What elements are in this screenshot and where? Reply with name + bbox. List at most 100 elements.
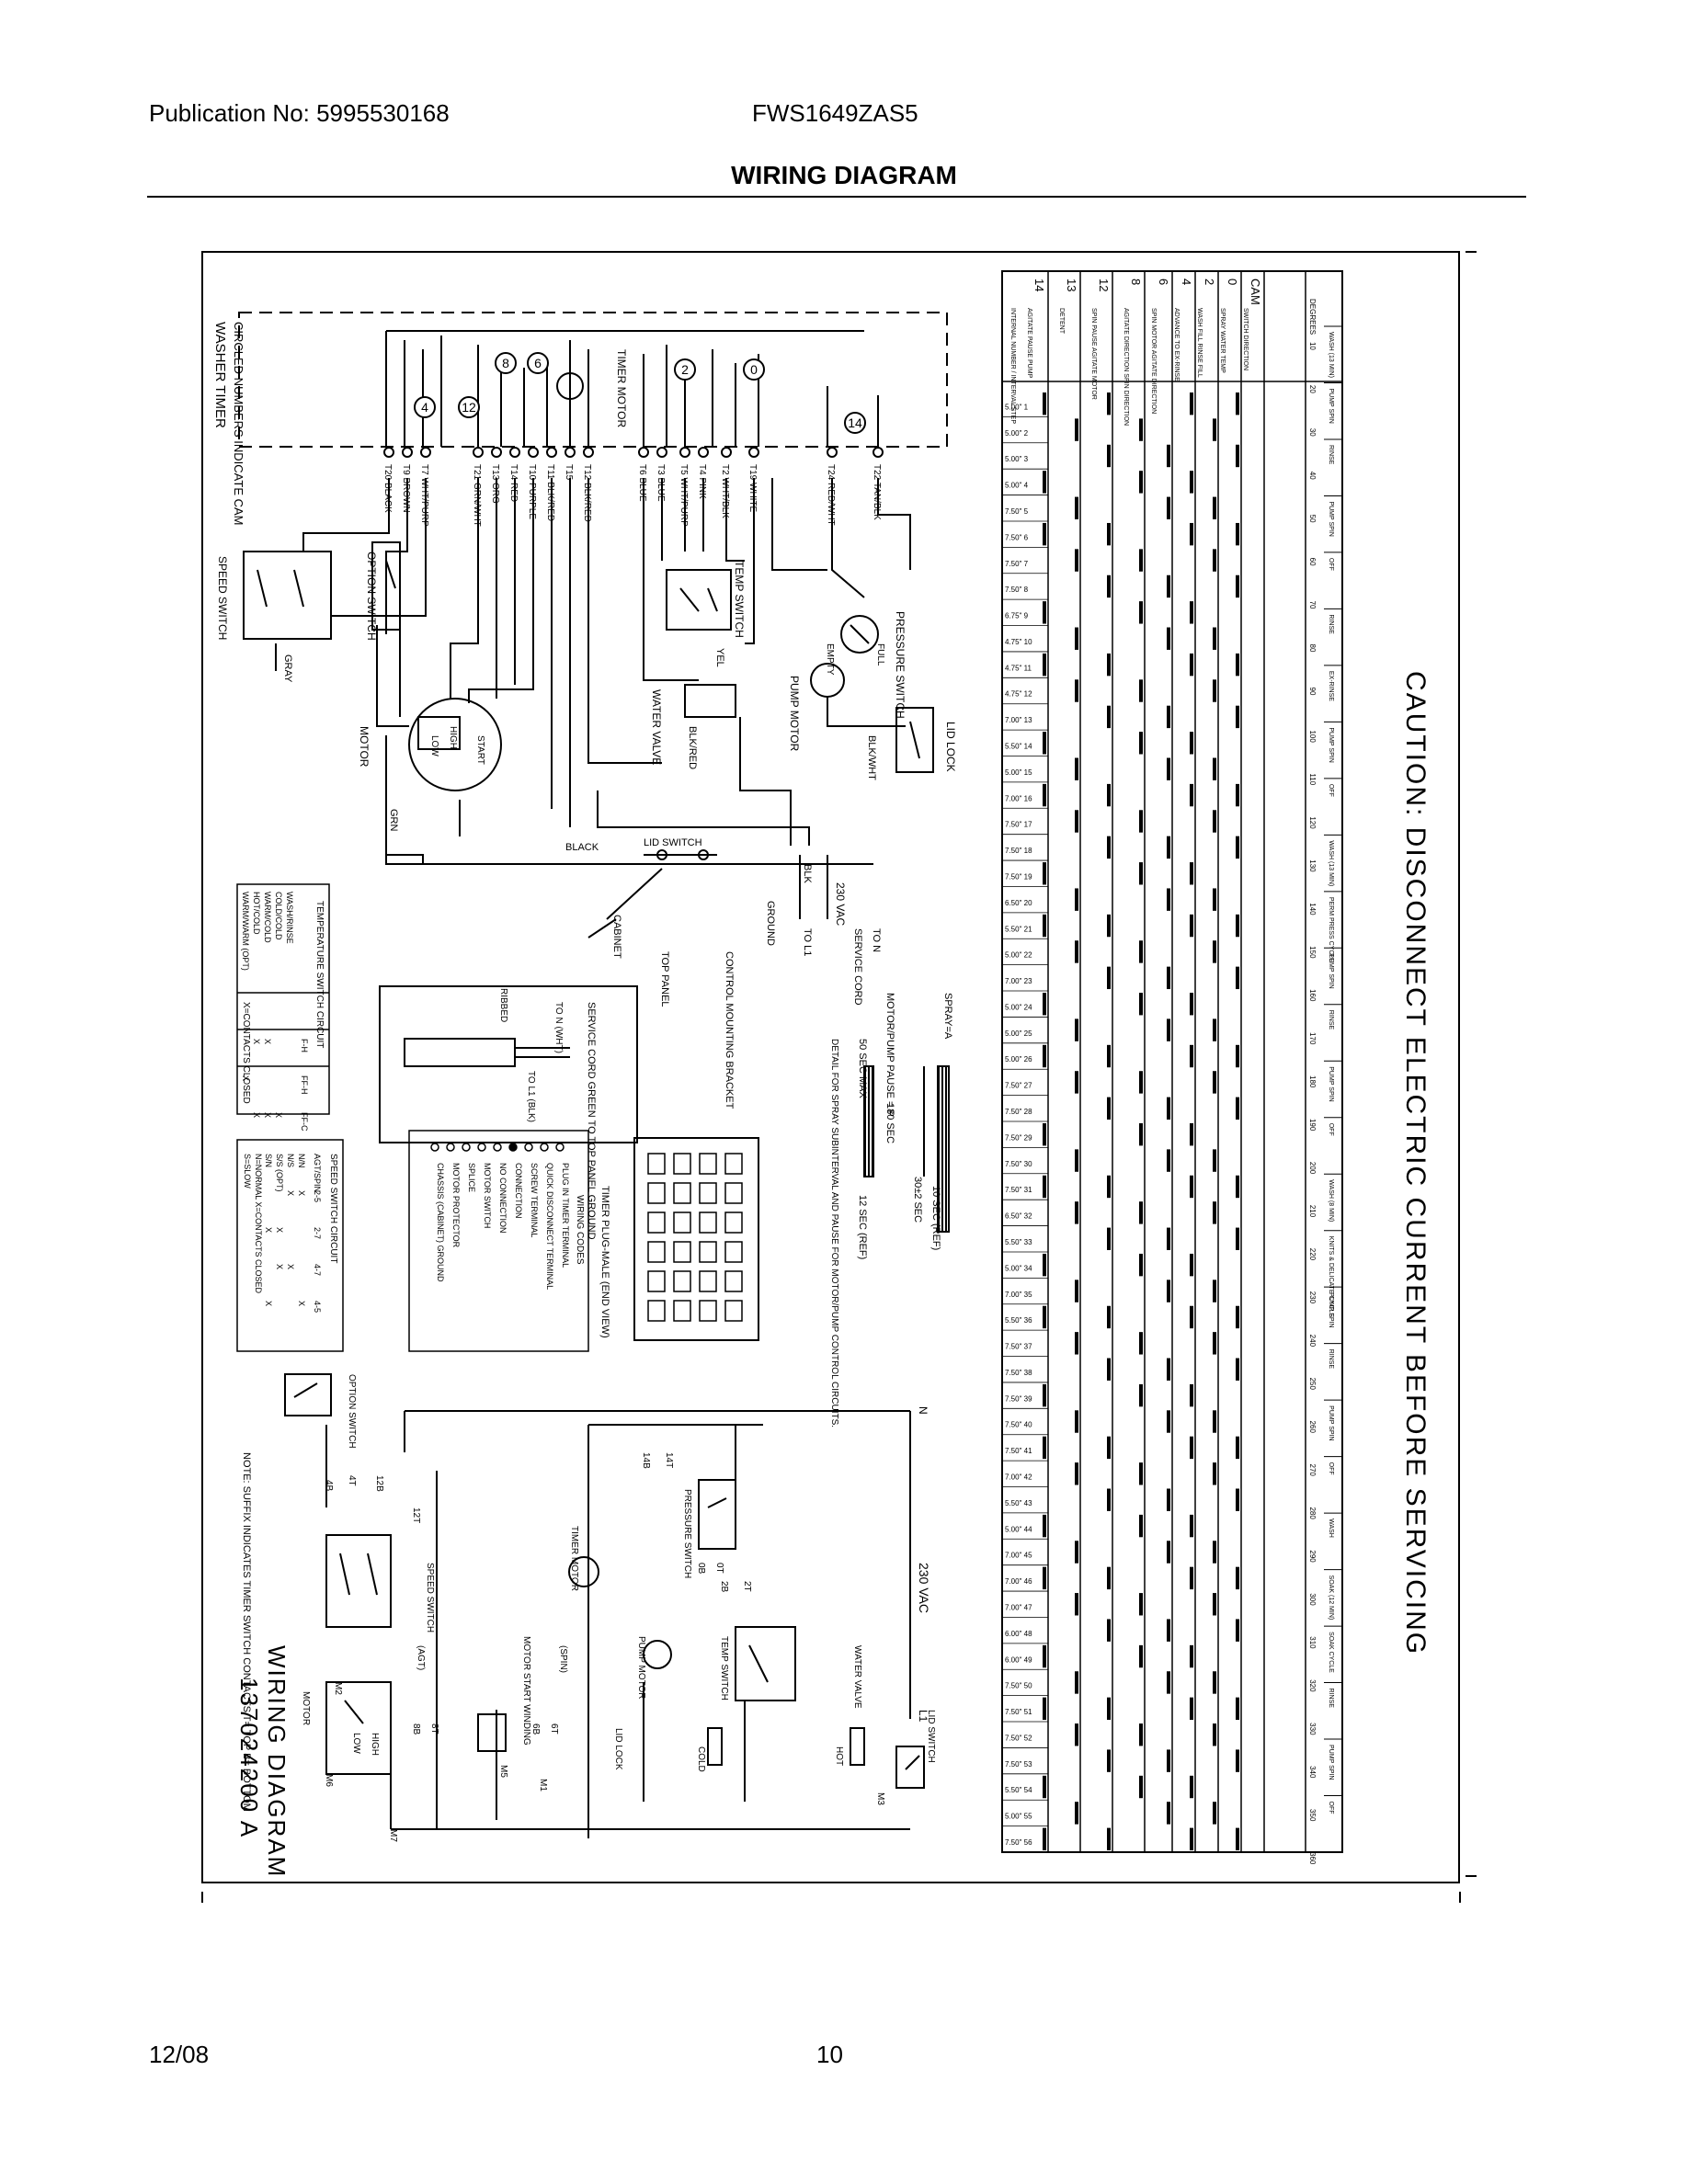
plug-cell — [724, 1211, 743, 1234]
cam-row-label: SWITCH DIRECTION — [1242, 308, 1249, 370]
terminal-label: T19 WHITE — [747, 464, 758, 513]
cam-bar — [1043, 1514, 1046, 1538]
frame-tick — [1459, 1892, 1461, 1903]
terminal-pin — [473, 447, 484, 458]
timer-motor-label: TIMER MOTOR — [615, 349, 628, 427]
cam-bar — [1139, 418, 1143, 441]
cam-step-value: 7.50" 31 — [1005, 1186, 1032, 1194]
cam-bar — [1190, 471, 1193, 494]
ladder-label: LID SWITCH — [926, 1710, 936, 1763]
terminal-label: T15 — [564, 464, 574, 481]
terminal-label: T12 BLK/RED — [582, 464, 592, 522]
to-n-label: TO N — [871, 928, 882, 952]
ladder-label: HIGH — [370, 1733, 380, 1756]
ladder-label: 12B — [374, 1475, 384, 1492]
cam-bar — [1213, 627, 1216, 650]
frame-tick — [201, 1892, 203, 1903]
wiring-codes-title: WIRING CODES — [575, 1195, 585, 1265]
cam-bar — [1075, 679, 1078, 702]
cam-step-value: 5.50" 14 — [1005, 743, 1032, 751]
cam-bar — [1190, 1123, 1193, 1146]
temp-table-cell: X — [252, 1039, 261, 1044]
svg-text:2: 2 — [681, 362, 689, 377]
plug-cell — [699, 1182, 717, 1204]
speed-table-cell: N/S — [286, 1154, 295, 1167]
plug-cell — [673, 1270, 691, 1292]
ladder-label: (SPIN) — [558, 1645, 568, 1673]
wiring-code-symbol — [430, 1143, 439, 1152]
cam-degree-label: 320 — [1308, 1679, 1317, 1692]
ladder-note: NOTE: SUFFIX INDICATES TIMER SWITCH CONT… — [241, 1452, 252, 1812]
cam-bar — [1107, 1227, 1111, 1250]
drawing-title: WIRING DIAGRAM — [263, 1645, 291, 1878]
temp-table-cell: X — [252, 1112, 261, 1118]
cam-step-value: 6.50" 32 — [1005, 1212, 1032, 1221]
cam-circle: 14 — [844, 412, 866, 434]
cam-bar — [1190, 1305, 1193, 1329]
frame-tick — [1466, 1875, 1477, 1877]
cam-bar — [1043, 471, 1046, 494]
cam-phase-label: EX-RINSE — [1328, 671, 1334, 701]
cam-row-number: 2 — [1203, 279, 1216, 285]
cam-bar — [1190, 1044, 1193, 1068]
temp-table-col: F-H — [300, 1039, 309, 1052]
cam-degree-label: 110 — [1308, 773, 1317, 785]
cam-step-value: 7.50" 30 — [1005, 1160, 1032, 1168]
speed-switch — [243, 551, 332, 671]
terminal-label: T14 RED — [508, 464, 519, 502]
footer-date: 12/08 — [149, 2041, 210, 2068]
cam-step-value: 5.50" 36 — [1005, 1316, 1032, 1325]
cam-degree-label: 130 — [1308, 859, 1317, 872]
cam-bar — [1213, 1018, 1216, 1041]
cam-bar — [1107, 653, 1111, 677]
ladder-label: TIMER MOTOR — [569, 1526, 579, 1591]
cam-bar — [1043, 1644, 1046, 1668]
cam-bar — [1107, 1358, 1111, 1381]
cam-step-value: 7.00" 47 — [1005, 1603, 1032, 1611]
cam-bar — [1190, 783, 1193, 807]
lid-lock-label: LID LOCK — [944, 722, 957, 772]
speed-table-note: S=SLOW — [243, 1154, 252, 1189]
cam-step-value: 5.00" 24 — [1005, 1003, 1032, 1011]
cam-degree-label: 200 — [1308, 1162, 1317, 1175]
ladder-label: 6T — [549, 1723, 559, 1735]
ground-label: GROUND — [765, 901, 776, 946]
cam-step-value: 6.00" 49 — [1005, 1655, 1032, 1664]
cam-bar — [1213, 418, 1216, 441]
pause-label: MOTOR/PUMP PAUSE = P — [884, 993, 895, 1117]
speed-table-cell: X — [297, 1301, 306, 1306]
speed-table-cell: X — [264, 1301, 273, 1306]
wiring-code-symbol — [555, 1143, 565, 1152]
ladder-label: 14B — [641, 1452, 651, 1469]
cam-degree-label: 50 — [1308, 515, 1317, 523]
cam-bar — [1236, 1305, 1239, 1329]
cam-degree-label: 80 — [1308, 644, 1317, 653]
cam-bar — [1075, 810, 1078, 833]
cam-bar — [1107, 1305, 1111, 1329]
plug-cell — [647, 1182, 666, 1204]
cam-step-value: 7.00" 16 — [1005, 794, 1032, 802]
cam-bar — [1139, 679, 1143, 702]
speed-table-cell: X — [264, 1227, 273, 1233]
cam-bar — [1190, 522, 1193, 546]
cam-step-value: 5.00" 34 — [1005, 1264, 1032, 1272]
cam-phase-label: RINSE — [1328, 1010, 1334, 1030]
wiring-code-symbol — [462, 1143, 471, 1152]
spray-note: DETAIL FOR SPRAY SUBINTERVAL AND PAUSE F… — [829, 1039, 839, 1428]
service-cord-note: SERVICE CORD GREEN TO TOP PANEL GROUND — [586, 1002, 597, 1240]
cam-bar — [1236, 574, 1239, 598]
cam-bar — [1236, 1749, 1239, 1772]
cam-bar — [1043, 601, 1046, 624]
cam-bar — [1139, 940, 1143, 963]
ladder-label: M7 — [388, 1829, 398, 1842]
cam-phase-label: RINSE — [1328, 614, 1334, 634]
cam-phase-label: OFF — [1328, 784, 1334, 797]
cam-bar — [1236, 444, 1239, 468]
terminal-pin — [827, 447, 838, 458]
cam-bar — [1107, 1175, 1111, 1199]
cam-bar — [1139, 1253, 1143, 1277]
cam-bar — [1139, 1383, 1143, 1407]
cam-bar — [1167, 836, 1170, 859]
